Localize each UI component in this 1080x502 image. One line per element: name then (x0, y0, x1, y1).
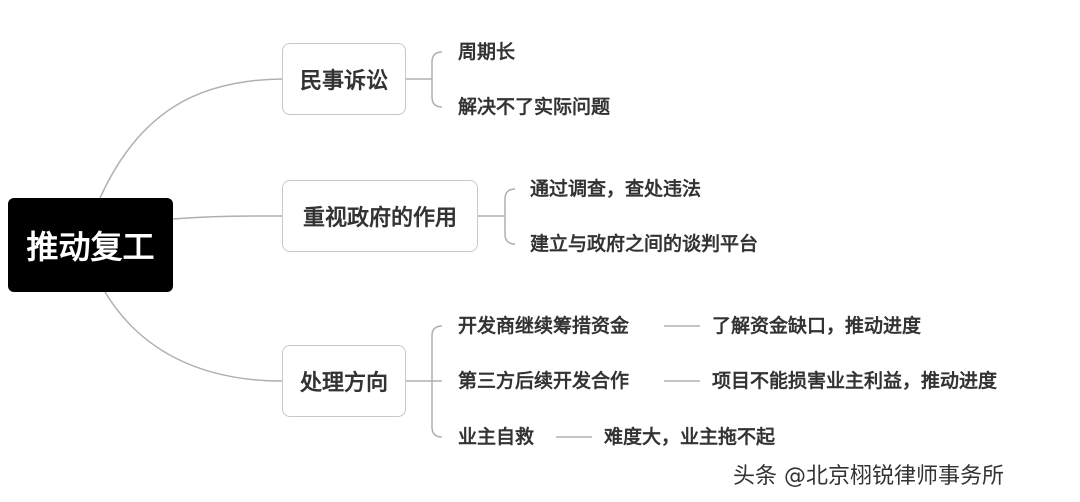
leaf-node[interactable]: 第三方后续开发合作 (458, 370, 630, 392)
leaf-node[interactable]: 通过调查，查处违法 (530, 178, 702, 200)
leaf-detail[interactable]: 项目不能损害业主利益，推动进度 (712, 370, 998, 392)
leaf-node[interactable]: 解决不了实际问题 (458, 96, 611, 118)
leaf-node[interactable]: 开发商继续筹措资金 (458, 315, 630, 337)
leaf-detail[interactable]: 了解资金缺口，推动进度 (712, 315, 922, 337)
leaf-node[interactable]: 周期长 (458, 41, 516, 63)
connector-root-branch3 (104, 291, 283, 382)
branch-node-handling-direction[interactable]: 处理方向 (282, 345, 406, 417)
bracket-branch1 (406, 51, 443, 108)
root-node[interactable]: 推动复工 (8, 198, 173, 292)
branch-node-civil-litigation[interactable]: 民事诉讼 (282, 43, 406, 115)
bracket-branch2 (478, 188, 516, 245)
leaf-detail[interactable]: 难度大，业主拖不起 (604, 426, 776, 448)
watermark: 头条 @北京栩锐律师事务所 (733, 464, 1004, 489)
connector-root-branch2 (172, 215, 283, 220)
connector-root-branch1 (99, 78, 283, 199)
leaf-node[interactable]: 业主自救 (458, 426, 535, 448)
branch-node-government-role[interactable]: 重视政府的作用 (282, 180, 478, 252)
leaf-node[interactable]: 建立与政府之间的谈判平台 (530, 233, 759, 255)
bracket-branch3 (406, 325, 443, 438)
